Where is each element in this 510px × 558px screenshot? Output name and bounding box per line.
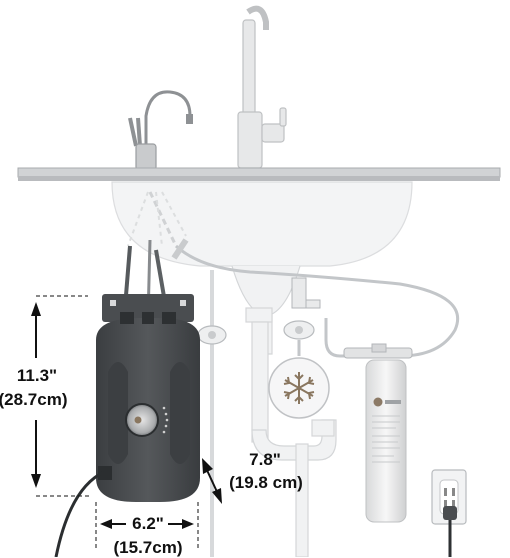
sink-bowl: [111, 181, 413, 267]
supply-hose: [174, 244, 460, 358]
countertop: [17, 167, 501, 181]
power-cord: [54, 470, 105, 557]
drain-pipes: [231, 265, 337, 557]
power-outlet-icon: [431, 469, 467, 557]
width-cm-label: (15.7cm): [113, 538, 183, 557]
water-filter-icon: [343, 343, 413, 523]
width-inches-label: 6.2": [132, 514, 164, 533]
hot-water-faucet: [128, 90, 193, 171]
dimension-lines: [31, 295, 222, 550]
temperature-dial: [125, 403, 159, 437]
height-inches-label: 11.3": [16, 366, 58, 385]
hot-water-dispenser-icon: [96, 294, 200, 502]
height-cm-label: (28.7cm): [0, 390, 68, 409]
depth-inches-label: 7.8": [249, 450, 281, 469]
chiller-unit: [268, 340, 330, 419]
snowflake-icon: [283, 372, 315, 404]
tee-valve: [283, 277, 321, 340]
main-faucet: [237, 5, 287, 169]
depth-cm-label: (19.8 cm): [229, 473, 303, 492]
